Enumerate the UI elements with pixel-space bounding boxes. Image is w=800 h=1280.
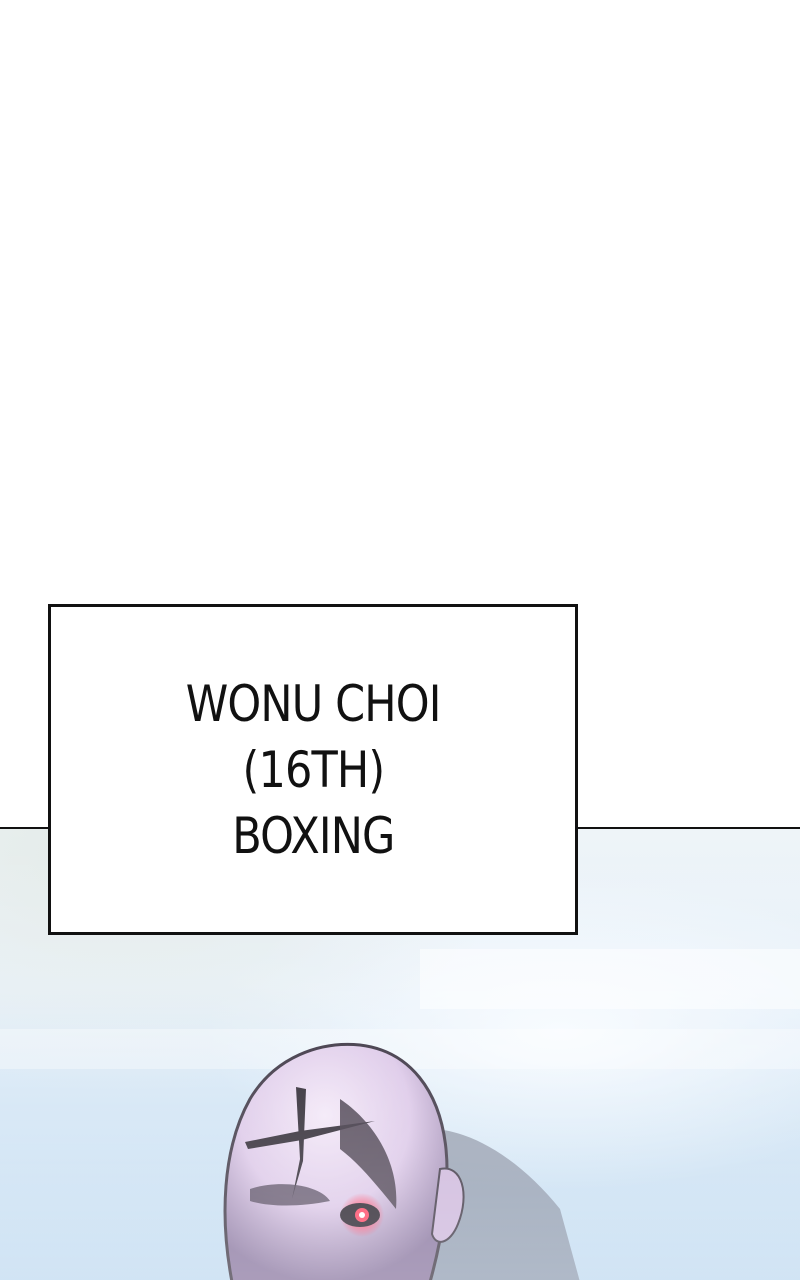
caption-rank: (16TH) (242, 740, 385, 799)
caption-name: WONU CHOI (185, 674, 442, 733)
caption-box: WONU CHOI (16TH) BOXING (48, 604, 578, 935)
caption-discipline: BOXING (231, 806, 395, 865)
